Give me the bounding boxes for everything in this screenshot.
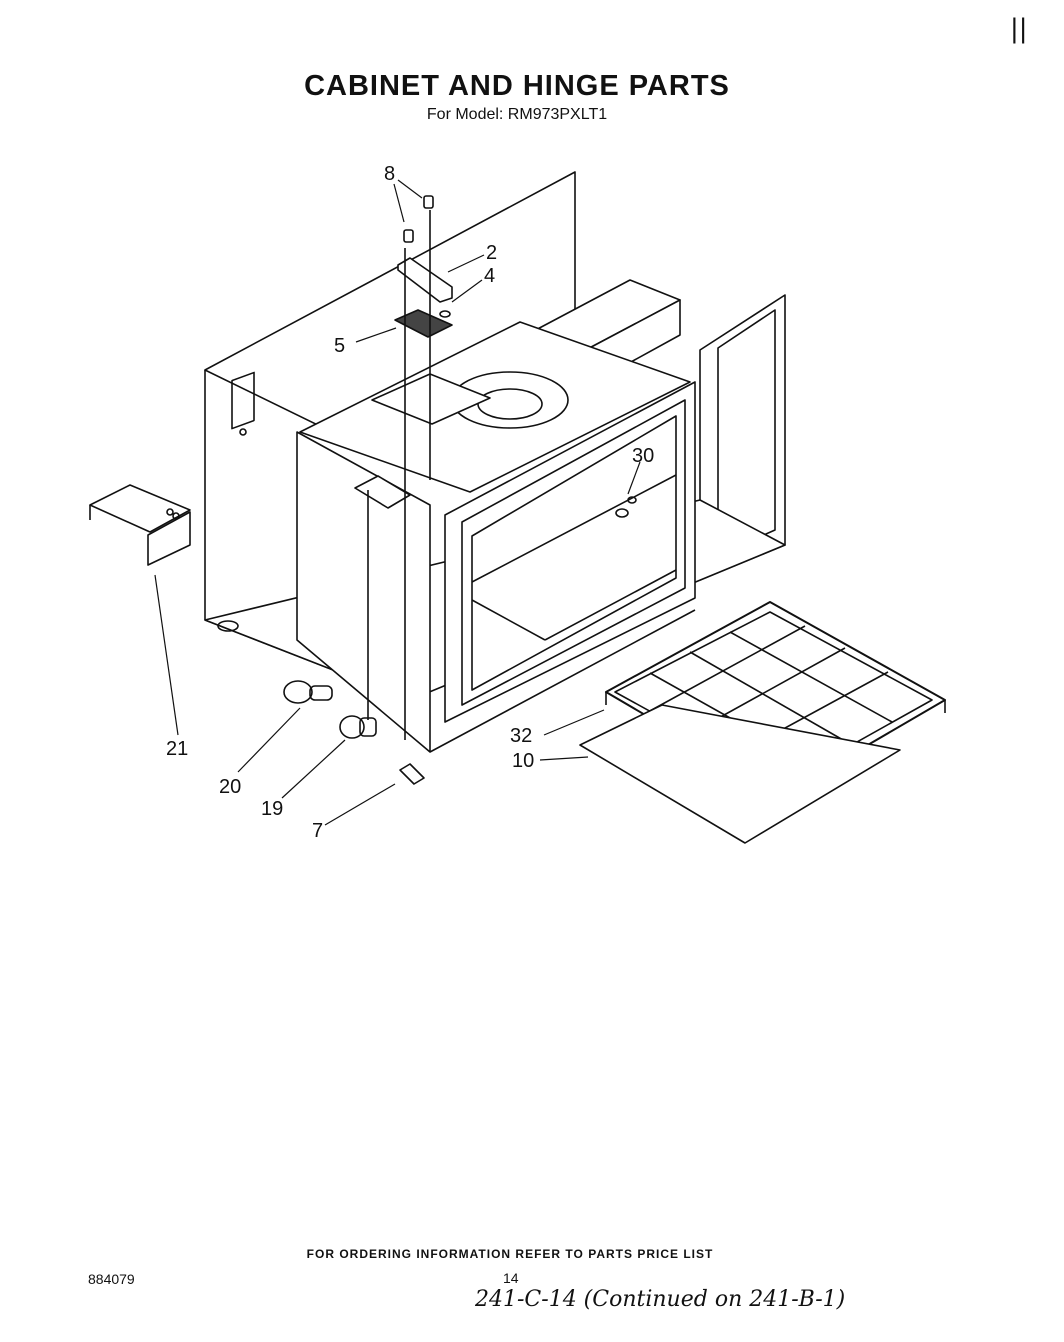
model-subtitle: For Model: RM973PXLT1 [426,106,608,123]
tray-cover-part-10 [579,704,901,844]
back-panel-hole [239,428,247,436]
leader-lines [154,179,641,826]
callout-7: 7 [312,820,323,842]
callout-8: 8 [384,163,395,185]
page-number: 14 [503,1270,519,1286]
callout-30: 30 [632,445,654,467]
callout-4: 4 [484,265,495,287]
callout-5: 5 [334,335,345,357]
ordering-info-note: FOR ORDERING INFORMATION REFER TO PARTS … [306,1247,714,1261]
cavity-opening [471,415,677,691]
front-frame-inner [461,399,686,706]
lower-hinge-plate [354,475,411,509]
cavity-left-face [296,431,431,753]
lamp-part-20 [283,680,333,704]
cavity-depth-line [544,569,677,641]
base-foot [217,620,239,632]
hinge-shim-part-5 [394,309,453,338]
back-panel-vent [231,371,255,430]
washer-part-4 [439,310,451,318]
hinge-bracket [397,257,453,303]
lamp-socket-part-19 [339,715,377,739]
document-number: 884079 [88,1271,135,1287]
cavity-top [299,321,691,493]
corner-mark: || [1010,14,1028,44]
handwritten-note: 241-C-14 (Continued on 241-B-1) [475,1287,846,1312]
fastener-part-30 [615,496,637,518]
callout-32: 32 [510,725,532,747]
waveguide-box [371,373,491,425]
right-panel-opening [717,309,776,556]
callout-2: 2 [486,242,497,264]
front-frame-bottom [429,609,696,753]
cavity-floor-line [471,599,546,641]
side-bracket-part-21 [89,484,191,566]
cavity-shelf-line [471,474,677,583]
hinge-clip-part-7 [399,763,425,785]
page-title: CABINET AND HINGE PARTS [304,70,730,102]
callout-10: 10 [512,750,534,772]
callout-20: 20 [219,776,241,798]
callout-21: 21 [166,738,188,760]
front-frame-outer [444,381,696,723]
callout-19: 19 [261,798,283,820]
screw-part-8 [403,195,434,243]
